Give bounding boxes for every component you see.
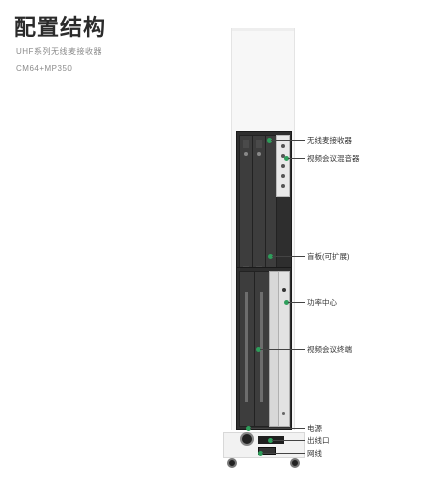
- wheel-right-icon: [290, 458, 300, 468]
- callout-label: 视频会议混音器: [307, 154, 360, 163]
- upper-rack-frame: [236, 131, 292, 287]
- equipment-cabinet: [231, 28, 295, 430]
- page-title: 配置结构: [14, 15, 107, 40]
- wheel-left-icon: [227, 458, 237, 468]
- callout-label: 无线麦接收器: [307, 136, 352, 145]
- power-socket-icon: [240, 432, 254, 446]
- callout-label: 功率中心: [307, 298, 337, 307]
- callout-label: 盲板(可扩展): [307, 252, 350, 261]
- model-subtitle: CM64+MP350: [16, 64, 73, 73]
- wireless-receiver-card-1: [239, 135, 253, 283]
- callout-label: 电源: [307, 424, 322, 433]
- callout-label: 视频会议终端: [307, 345, 352, 354]
- cabinet-top-cap: [232, 28, 294, 31]
- product-series-subtitle: UHF系列无线麦接收器: [16, 47, 102, 56]
- callout-label: 网线: [307, 449, 322, 458]
- conference-mixer-unit: [276, 135, 290, 197]
- conference-terminal-card-1: [239, 271, 255, 427]
- wireless-receiver-card-2: [252, 135, 266, 283]
- callout-label: 出线口: [307, 436, 330, 445]
